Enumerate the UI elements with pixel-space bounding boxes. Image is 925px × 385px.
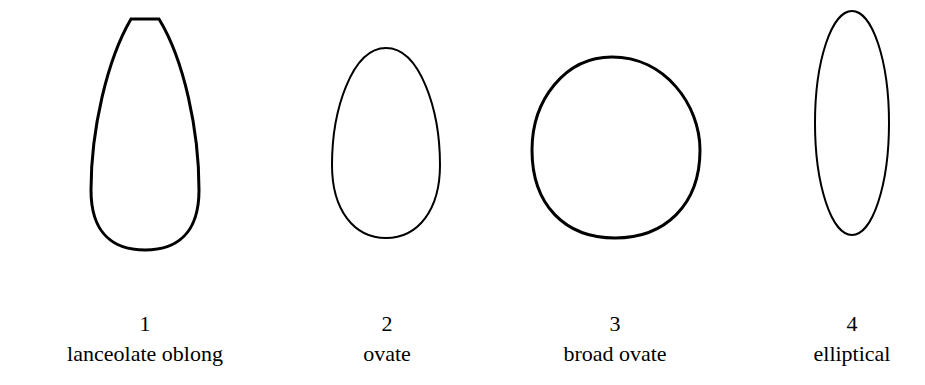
- shape-number: 1: [140, 311, 151, 337]
- lanceolate-oblong-outline: [91, 19, 199, 250]
- shape-name: lanceolate oblong: [67, 341, 223, 367]
- broad-ovate-outline: [532, 57, 700, 238]
- shape-number: 3: [610, 311, 621, 337]
- ovate-outline: [332, 48, 440, 238]
- shape-number: 4: [847, 311, 858, 337]
- elliptical-outline: [815, 11, 889, 235]
- shape-name: elliptical: [814, 341, 891, 367]
- shape-name: broad ovate: [563, 341, 666, 367]
- shape-name: ovate: [363, 341, 411, 367]
- shape-number: 2: [382, 311, 393, 337]
